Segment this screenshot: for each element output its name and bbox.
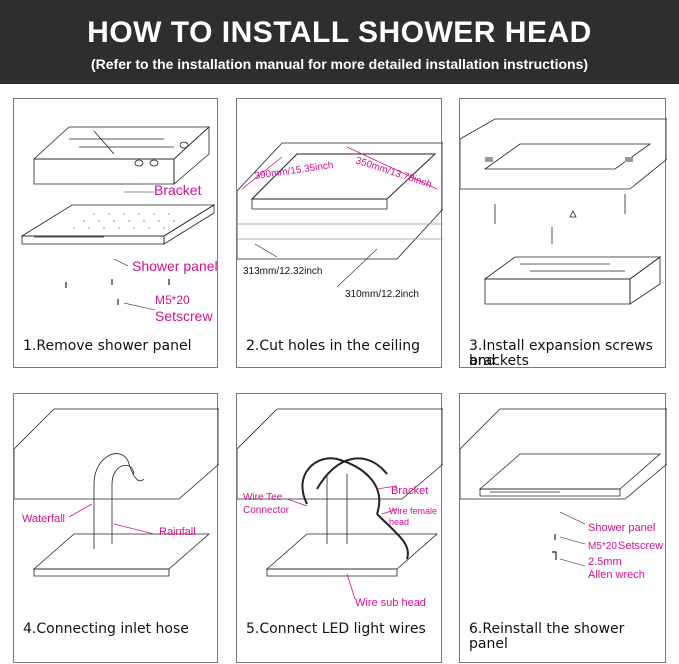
step-2-panel: 390mm/15.35inch 350mm/13.78inch 313mm/12…: [236, 98, 443, 368]
step-1-illustration: Bracket Shower panel M5*20 Setscrew: [20, 126, 218, 324]
screw-size-label: M5*20: [155, 293, 190, 307]
step-1-panel: Bracket Shower panel M5*20 Setscrew 1.Re…: [13, 98, 218, 368]
dim-313-label: 313mm/12.32inch: [243, 266, 323, 277]
step-5-caption: 5.Connect LED light wires: [246, 621, 426, 637]
shower-panel-label: Shower panel: [132, 258, 218, 274]
page-title: HOW TO INSTALL SHOWER HEAD: [87, 16, 592, 49]
step-4-caption: 4.Connecting inlet hose: [23, 621, 189, 637]
step-3-caption-line1: 3.Install expansion screws and: [469, 338, 653, 369]
wire-tee-label-2: Connector: [243, 505, 290, 516]
step-2-illustration: 390mm/15.35inch 350mm/13.78inch 313mm/12…: [237, 142, 443, 300]
page-subtitle: (Refer to the installation manual for mo…: [90, 56, 589, 72]
header-banner: HOW TO INSTALL SHOWER HEAD (Refer to the…: [0, 0, 679, 84]
step-6-panel: Shower panel M5*20 Setscrew 2.5mm Allen …: [459, 393, 667, 663]
waterfall-label: Waterfall: [22, 513, 65, 525]
bracket-label: Bracket: [154, 182, 202, 198]
bracket-label: Bracket: [391, 485, 428, 497]
step-1-caption: 1.Remove shower panel: [23, 338, 192, 354]
setscrew-label: Setscrew: [155, 308, 213, 324]
step-3-panel: 3.Install expansion screws and brackets: [459, 98, 667, 369]
dim-310-label: 310mm/12.2inch: [345, 289, 419, 300]
dim-350-label: 350mm/13.78inch: [354, 155, 433, 190]
allen-wrench-label: Allen wrech: [588, 569, 645, 581]
wire-sub-head-label: Wire sub head: [355, 597, 426, 609]
step-3-caption-line2: brackets: [469, 353, 529, 369]
rainfall-label: Rainfall: [159, 526, 196, 538]
wire-tee-label-1: Wire Tee: [243, 492, 283, 503]
wire-female-label-1: Wire female: [389, 506, 437, 516]
allen-size-label: 2.5mm: [588, 556, 622, 568]
screw-size-label: M5*20: [588, 541, 617, 552]
step-4-panel: Waterfall Rainfall 4.Connecting inlet ho…: [13, 393, 219, 663]
step-3-illustration: [460, 118, 667, 305]
wire-female-label-2: head: [389, 517, 409, 527]
setscrew-label: Setscrew: [618, 540, 663, 552]
step-6-illustration: Shower panel M5*20 Setscrew 2.5mm Allen …: [460, 408, 667, 581]
step-2-caption: 2.Cut holes in the ceiling: [246, 338, 421, 354]
step-5-illustration: Wire Tee Connector Bracket Wire female h…: [237, 408, 443, 609]
step-4-illustration: Waterfall Rainfall: [14, 408, 219, 577]
step-5-panel: Wire Tee Connector Bracket Wire female h…: [236, 393, 443, 663]
shower-panel-label: Shower panel: [588, 522, 655, 534]
step-6-caption: 6.Reinstall the shower panel: [469, 621, 625, 652]
dim-390-label: 390mm/15.35inch: [254, 160, 334, 182]
